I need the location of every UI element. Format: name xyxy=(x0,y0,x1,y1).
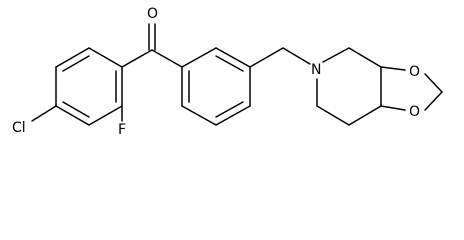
bond xyxy=(380,105,406,111)
bond xyxy=(181,47,217,68)
bond xyxy=(215,105,251,126)
bond xyxy=(88,105,123,126)
bond xyxy=(348,47,382,68)
double-bond-inner xyxy=(62,55,90,72)
chemical-structure: Cl F O N O O xyxy=(12,6,443,138)
left-benzene-ring xyxy=(55,47,123,126)
bond-ring-to-methylene xyxy=(249,47,284,68)
bond-carbonyl-to-ring xyxy=(151,49,183,68)
bond xyxy=(380,66,406,71)
dioxolane-oxygen-upper-label: O xyxy=(409,64,420,80)
chlorine-label: Cl xyxy=(12,120,26,136)
bond-methylene-to-nitrogen xyxy=(282,47,311,65)
bond-ring-to-carbonyl xyxy=(121,49,153,68)
bond xyxy=(322,47,350,63)
bond xyxy=(348,105,382,126)
bond xyxy=(55,47,90,68)
ketone-oxygen-label: O xyxy=(147,6,158,22)
piperidine-ring xyxy=(316,47,382,126)
bond xyxy=(181,105,217,126)
bond xyxy=(316,105,350,126)
dioxolane-ring xyxy=(380,66,443,111)
double-bond-inner xyxy=(215,101,244,118)
double-bond-inner xyxy=(215,55,244,72)
fluorine-label: F xyxy=(118,122,126,138)
double-bond-inner xyxy=(62,101,90,118)
nitrogen-label: N xyxy=(311,62,321,78)
dioxolane-oxygen-lower-label: O xyxy=(409,104,420,120)
bond xyxy=(424,73,443,93)
bond xyxy=(55,105,90,126)
bond xyxy=(215,47,251,68)
bond xyxy=(424,91,443,111)
bond-to-chlorine xyxy=(31,105,57,122)
middle-benzene-ring xyxy=(181,47,251,126)
bond xyxy=(88,47,123,68)
